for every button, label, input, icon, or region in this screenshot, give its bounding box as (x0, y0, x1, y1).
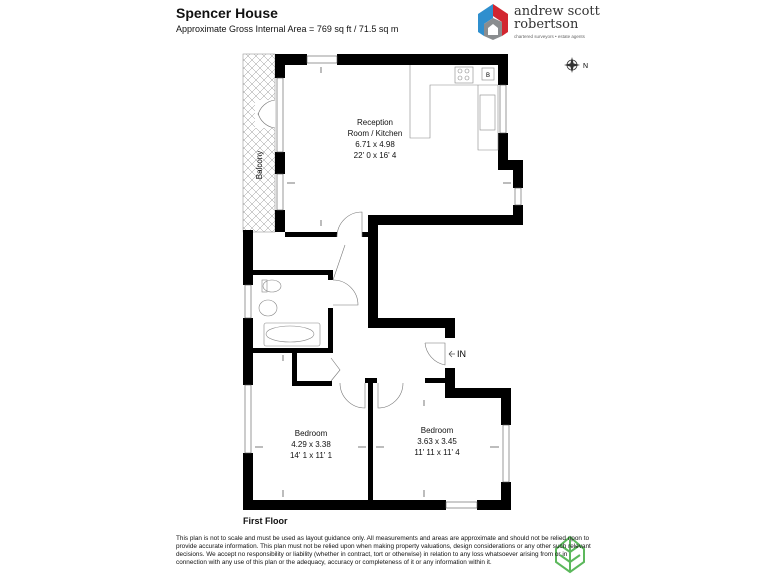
kitchen-units (409, 65, 499, 151)
entrance-label: IN (457, 349, 466, 359)
logo-line1: andrew scott (514, 4, 600, 19)
room-name: Room / Kitchen (348, 129, 403, 138)
balcony (242, 53, 276, 233)
house-logo-icon (478, 4, 508, 40)
room-dimensions-metric: 4.29 x 3.38 (291, 440, 331, 449)
compass-north-label: N (583, 63, 588, 70)
doors (330, 211, 446, 409)
room-name: Reception (357, 118, 393, 127)
walls (243, 54, 523, 510)
leaf-badge-icon (555, 535, 585, 574)
room-dimensions-metric: 3.63 x 3.45 (417, 437, 457, 446)
room-dimensions-metric: 6.71 x 4.98 (355, 140, 395, 149)
floor-label: First Floor (243, 516, 288, 526)
balcony-door-swing (255, 100, 275, 128)
room-name: Bedroom (295, 429, 328, 438)
gross-area: Approximate Gross Internal Area = 769 sq… (176, 24, 399, 34)
room-dimensions-imperial: 14' 1 x 11' 1 (290, 451, 333, 460)
room-name: Bedroom (421, 426, 454, 435)
balcony-label: Balcony (255, 151, 264, 179)
windows (244, 55, 522, 509)
disclaimer: This plan is not to scale and must be us… (176, 535, 591, 566)
compass-icon: N (564, 57, 588, 73)
room-dimensions-imperial: 22' 0 x 16' 4 (354, 151, 397, 160)
dimension-markers (255, 67, 511, 497)
room-bedroom-1: Bedroom 4.29 x 3.38 14' 1 x 11' 1 (290, 429, 333, 460)
page-title: Spencer House (176, 5, 278, 21)
bathroom-fittings (258, 279, 321, 347)
room-reception: Reception Room / Kitchen 6.71 x 4.98 22'… (348, 118, 403, 160)
entrance-arrow-icon (448, 350, 455, 358)
room-bedroom-2: Bedroom 3.63 x 3.45 11' 11 x 11' 4 (414, 426, 460, 457)
logo-line2: robertson (514, 17, 579, 32)
boiler-label: B (486, 73, 490, 79)
agent-logo: andrew scott robertson chartered surveyo… (476, 2, 616, 44)
logo-tagline: chartered surveyors • estate agents (514, 34, 585, 39)
room-dimensions-imperial: 11' 11 x 11' 4 (414, 448, 460, 457)
